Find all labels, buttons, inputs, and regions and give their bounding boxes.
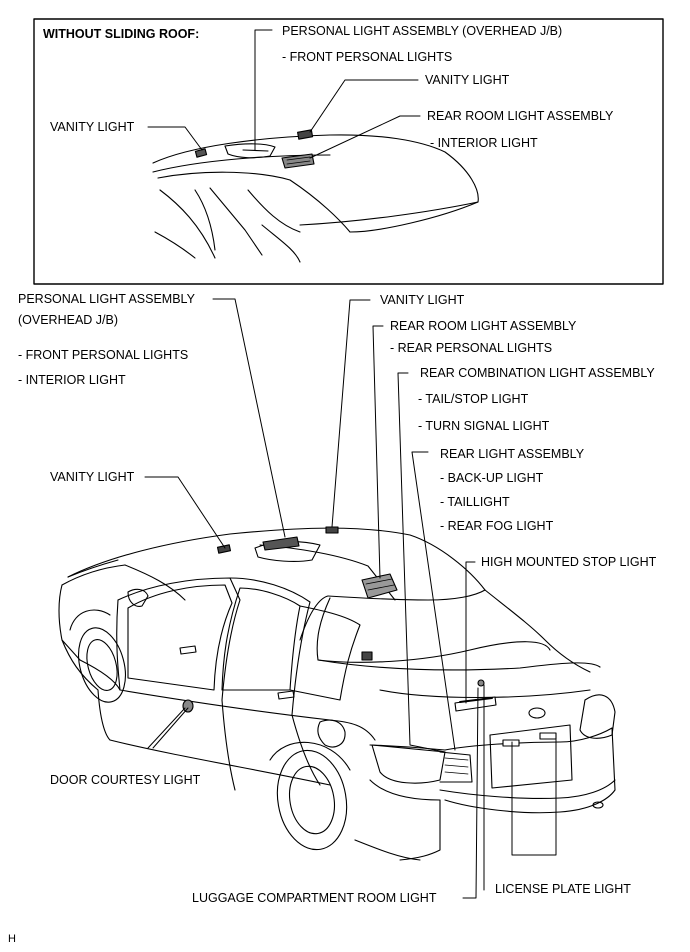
main-leaders (144, 298, 557, 899)
rear-personal-lights-label: - REAR PERSONAL LIGHTS (390, 341, 553, 355)
rear-combination-light-assembly-label: REAR COMBINATION LIGHT ASSEMBLY (420, 366, 655, 380)
vanity-light-left-label: VANITY LIGHT (50, 470, 135, 484)
rear-fog-light-label: - REAR FOG LIGHT (440, 519, 554, 533)
back-up-light-label: - BACK-UP LIGHT (440, 471, 544, 485)
taillight-label: - TAILLIGHT (440, 495, 510, 509)
rear-light-assembly-label: REAR LIGHT ASSEMBLY (440, 447, 585, 461)
inset-front-personal-lights-label: - FRONT PERSONAL LIGHTS (282, 50, 453, 64)
inset-vanity-light-right-label: VANITY LIGHT (425, 73, 510, 87)
rear-room-light-assembly-label: REAR ROOM LIGHT ASSEMBLY (390, 319, 577, 333)
inset-interior-light-label: - INTERIOR LIGHT (430, 136, 538, 150)
high-mounted-stop-light-label: HIGH MOUNTED STOP LIGHT (481, 555, 657, 569)
inset-leaders (147, 29, 421, 159)
inset-car-roof (152, 129, 479, 263)
main-light-fixtures (182, 526, 557, 747)
main-car-body (58, 527, 616, 861)
inset-personal-light-assembly-label: PERSONAL LIGHT ASSEMBLY (OVERHEAD J/B) (282, 24, 563, 38)
luggage-compartment-room-light-label: LUGGAGE COMPARTMENT ROOM LIGHT (192, 891, 437, 905)
inset-title: WITHOUT SLIDING ROOF: (43, 27, 200, 41)
inset-frame (33, 18, 664, 285)
tail-stop-light-label: - TAIL/STOP LIGHT (418, 392, 529, 406)
inset-rear-room-light-assembly-label: REAR ROOM LIGHT ASSEMBLY (427, 109, 614, 123)
vanity-light-top-label: VANITY LIGHT (380, 293, 465, 307)
overhead-jb-label: (OVERHEAD J/B) (18, 313, 119, 327)
inset-vanity-light-left-label: VANITY LIGHT (50, 120, 135, 134)
door-courtesy-light-label: DOOR COURTESY LIGHT (50, 773, 201, 787)
license-plate-light-label: LICENSE PLATE LIGHT (495, 882, 631, 896)
turn-signal-light-label: - TURN SIGNAL LIGHT (418, 419, 550, 433)
interior-light-label: - INTERIOR LIGHT (18, 373, 126, 387)
front-personal-lights-label: - FRONT PERSONAL LIGHTS (18, 348, 189, 362)
personal-light-assembly-label: PERSONAL LIGHT ASSEMBLY (18, 292, 195, 306)
figure-code: H (8, 933, 16, 945)
